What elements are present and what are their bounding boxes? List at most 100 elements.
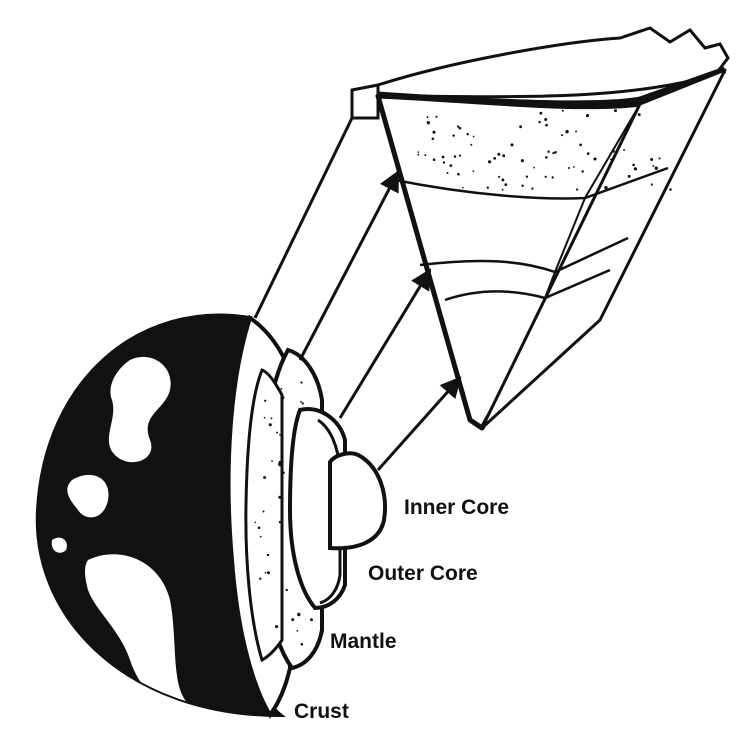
speckle-dot (552, 151, 555, 155)
speckle-dot (539, 111, 543, 115)
speckle-dot (278, 521, 282, 524)
speckle-dot (472, 170, 475, 173)
speckle-dot (264, 571, 267, 574)
speckle-dot (498, 175, 501, 178)
speckle-dot (442, 161, 446, 164)
continent-central-america (67, 474, 109, 518)
continent-south-america (85, 554, 190, 706)
speckle-dot (658, 157, 661, 160)
speckle-dot (296, 629, 299, 632)
speckle-dot (301, 402, 304, 405)
speckle-dot (257, 526, 261, 530)
speckle-dot (632, 163, 635, 167)
speckle-dot (424, 154, 427, 157)
speckle-dot (652, 164, 655, 167)
label-crust: Crust (294, 700, 349, 723)
speckle-dot (254, 521, 257, 524)
speckle-dot (300, 381, 303, 384)
speckle-dot (623, 148, 626, 151)
speckle-dot (280, 387, 283, 390)
speckle-dot (458, 154, 462, 157)
speckle-dot (276, 431, 278, 434)
speckle-dot (633, 167, 638, 171)
speckle-dot (262, 510, 265, 513)
speckle-dot (266, 571, 270, 575)
speckle-dot (579, 143, 582, 147)
speckle-dot (297, 612, 301, 617)
speckle-dot (531, 187, 534, 190)
speckle-dot (271, 650, 274, 652)
speckle-dot (538, 120, 541, 124)
speckle-dot (520, 159, 524, 163)
speckle-dot (259, 577, 262, 580)
speckle-dot (452, 134, 455, 137)
speckle-dot (611, 149, 615, 153)
speckle-dot (575, 188, 579, 191)
speckle-dot (271, 460, 273, 462)
speckle-dot (504, 183, 508, 187)
wedge-inner-core-boundary (444, 268, 611, 302)
wedge-front-edge (481, 103, 641, 429)
speckle-dot (573, 166, 575, 168)
speckle-dot (565, 130, 569, 134)
speckle-dot (435, 115, 438, 118)
speckle-dot (462, 186, 464, 189)
speckle-dot (637, 113, 641, 117)
speckle-dot (521, 184, 524, 187)
inner-core-layer (328, 451, 387, 551)
speckle-dot (650, 183, 653, 186)
speckle-dot (614, 109, 617, 113)
speckle-dot (263, 416, 266, 419)
speckle-dot (519, 125, 523, 129)
speckle-dot (593, 157, 597, 161)
cross-section-wedge (350, 26, 730, 431)
speckle-dot (497, 152, 501, 156)
speckle-dot (453, 155, 457, 158)
continents (51, 356, 190, 706)
speckle-dot (544, 175, 547, 178)
speckle-dot (259, 535, 262, 538)
label-inner-core: Inner Core (404, 496, 509, 519)
speckle-dot (270, 417, 273, 420)
label-outer-core: Outer Core (368, 562, 478, 585)
speckle-dot (501, 188, 504, 191)
speckle-dot (466, 133, 469, 136)
speckle-dot (426, 116, 429, 119)
speckle-dot (281, 396, 285, 399)
speckle-dot (291, 618, 295, 622)
speckle-dot (457, 172, 460, 176)
wedge-mantle-boundary (394, 166, 669, 200)
speckle-dot (627, 125, 631, 128)
speckle-dot (266, 553, 270, 557)
connector-arrows (253, 117, 462, 471)
speckle-dot (493, 157, 497, 160)
speckle-dot (585, 114, 590, 118)
speckle-dot (669, 188, 672, 191)
speckle-dot (545, 123, 548, 127)
speckle-dot (279, 434, 281, 436)
speckle-dot (263, 476, 267, 479)
speckle-dot (432, 158, 436, 161)
speckle-dot (502, 154, 506, 158)
speckle-dot (650, 158, 654, 161)
speckle-dot (278, 495, 282, 499)
connector-line-crust (253, 117, 354, 319)
speckle-dot (264, 399, 267, 402)
speckle-dot (300, 643, 304, 646)
speckle-dot (627, 174, 631, 178)
speckle-dot (547, 150, 550, 153)
speckle-dot (299, 400, 302, 403)
speckle-dot (622, 136, 625, 138)
speckle-dot (626, 129, 629, 132)
speckle-dot (586, 152, 590, 155)
speckle-dot (544, 117, 548, 122)
speckle-dot (575, 130, 578, 133)
speckle-dot (417, 153, 420, 156)
earth-globe (35, 313, 286, 718)
speckle-dot (446, 172, 449, 174)
speckle-dot (472, 135, 475, 138)
speckle-dot (581, 170, 584, 173)
speckle-dot (554, 151, 557, 154)
speckle-dot (510, 143, 514, 147)
